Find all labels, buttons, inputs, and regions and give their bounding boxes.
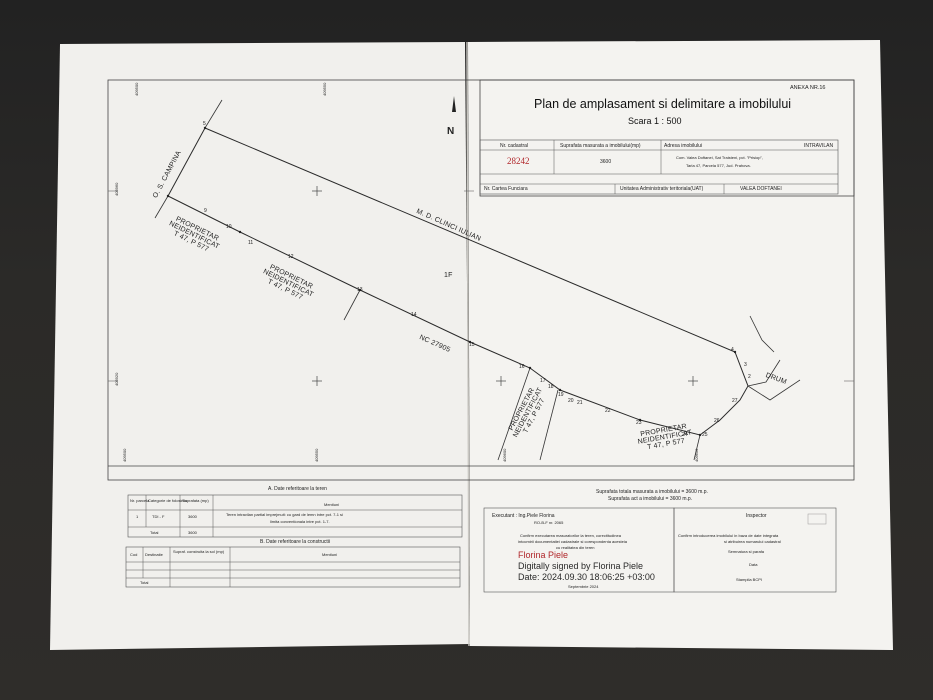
section-b-h-cod: Cod [130, 552, 138, 557]
executant-month: Septembrie 2024 [568, 584, 599, 589]
section-a-title: A. Date referitoare la teren [268, 486, 327, 492]
cadastral-number: 28242 [507, 156, 530, 166]
point-13: 13 [357, 287, 363, 293]
address-header: Adresa imobilului [664, 143, 703, 149]
section-a-h-ment: Mentiuni [324, 502, 340, 507]
grid-left-1: 405960 [114, 182, 119, 196]
grid-left-2: 405920 [114, 372, 119, 386]
signed-by: Digitally signed by Florina Piele [518, 561, 644, 571]
point-14: 14 [411, 312, 417, 318]
inspector-date: Data [749, 562, 758, 567]
point-3: 3 [744, 362, 747, 368]
grid-bottom-1: 409500 [122, 448, 127, 462]
point-11: 11 [248, 240, 254, 246]
section-a-row-supr: 3600 [188, 514, 197, 519]
north-label: N [447, 126, 455, 137]
section-a-h-supr: Suprafata (mp) [182, 498, 209, 503]
point-20: 20 [568, 398, 574, 404]
point-15: 15 [469, 342, 475, 348]
section-a-row-ment-1: Teren intravilan partial imprejmuit: cu … [226, 512, 343, 517]
annex-label: ANEXA NR.16 [790, 85, 826, 91]
section-a-row-nr: 1 [136, 514, 139, 519]
plan-title: Plan de amplasament si delimitare a imob… [534, 97, 792, 111]
section-a-total-value: 3600 [188, 530, 197, 535]
inspector-stamp: Stampila BCPI [736, 577, 763, 582]
point-27: 27 [732, 398, 738, 404]
inspector-confirm-1: Confirm introducerea imobilului in baza … [678, 533, 779, 538]
section-a-row-ment-2: limita conventionala intre pct. 1-7. [270, 519, 330, 524]
point-5: 5 [203, 121, 206, 127]
address-line-2: Tarla 47, Parcela 577, Jud. Prahova. [686, 163, 751, 168]
grid-bottom-3: 409600 [502, 448, 507, 462]
address-line-1: Com. Valea Doftanei, Sat Traisteni, pct.… [676, 155, 764, 160]
signer-name: Florina Piele [518, 550, 569, 560]
inspector-confirm-2: si atribuirea numarului cadastral [724, 539, 781, 544]
point-24: 24 [682, 432, 688, 438]
point-17: 17 [540, 378, 546, 384]
section-b-h-supr: Supraf. construita la sol (mp) [173, 549, 225, 554]
point-10: 10 [226, 224, 232, 230]
grid-top-2: 409550 [322, 82, 327, 96]
section-a-row-cat: TDI - F [152, 514, 165, 519]
section-b-h-ment: Mentiuni [322, 552, 338, 557]
executant-confirm-1: Confirm executarea masuratorilor la tere… [520, 533, 621, 538]
section-a-h-cat: Categorie de folosinta [148, 498, 187, 503]
total-act: Suprafata act a imobilului = 3600 m.p. [608, 496, 693, 502]
section-b-total-label: Total [140, 580, 149, 585]
grid-top-1: 409500 [134, 82, 139, 96]
point-18: 18 [548, 384, 554, 390]
cadastral-header: Nr. cadastral [500, 143, 529, 149]
inspector-signature: Semnatura si parafa [728, 549, 765, 554]
scale-label: Scara 1 : 500 [628, 116, 682, 126]
point-25: 25 [702, 432, 708, 438]
inspector-label: Inspector [746, 513, 767, 519]
executant-confirm-2: intocmirii documentatiei cadastrale si c… [518, 539, 627, 544]
point-2: 2 [748, 374, 751, 380]
area-value: 3600 [600, 159, 612, 165]
point-12: 12 [288, 254, 294, 260]
intravilan-label: INTRAVILAN [804, 143, 834, 149]
executant-reg: RO-B-F nr. 2065 [534, 520, 564, 525]
point-23: 23 [636, 420, 642, 426]
section-b-h-dest: Destinatie [145, 552, 163, 557]
section-a-h-nr: Nr. parcela [130, 498, 150, 503]
point-16: 16 [519, 364, 525, 370]
uat-label: Unitatea Administrativ teritoriala(UAT) [620, 186, 704, 192]
total-measured: Suprafata totala masurata a imobilului =… [596, 489, 708, 495]
section-a-total-label: Total [150, 530, 159, 535]
area-header: Suprafata masurata a imobilului(mp) [560, 143, 641, 149]
carte-funciara-label: Nr. Cartea Funciara [484, 186, 528, 192]
point-22: 22 [605, 408, 611, 414]
uat-value: VALEA DOFTANEI [740, 186, 782, 192]
point-9: 9 [204, 208, 207, 214]
parcel-label: 1F [444, 272, 453, 279]
point-26: 26 [714, 418, 720, 424]
point-4: 4 [731, 347, 734, 353]
executant-confirm-3: cu realitatea din teren [556, 545, 595, 550]
section-b-title: B. Date referitoare la constructii [260, 539, 331, 545]
executant-label: Executant : Ing.Piele Florina [492, 513, 555, 519]
point-21: 21 [577, 400, 583, 406]
signature-date: Date: 2024.09.30 18:06:25 +03:00 [518, 572, 655, 582]
grid-bottom-2: 409550 [314, 448, 319, 462]
point-19: 19 [558, 392, 564, 398]
grid-bottom-4: 409650 [694, 448, 699, 462]
